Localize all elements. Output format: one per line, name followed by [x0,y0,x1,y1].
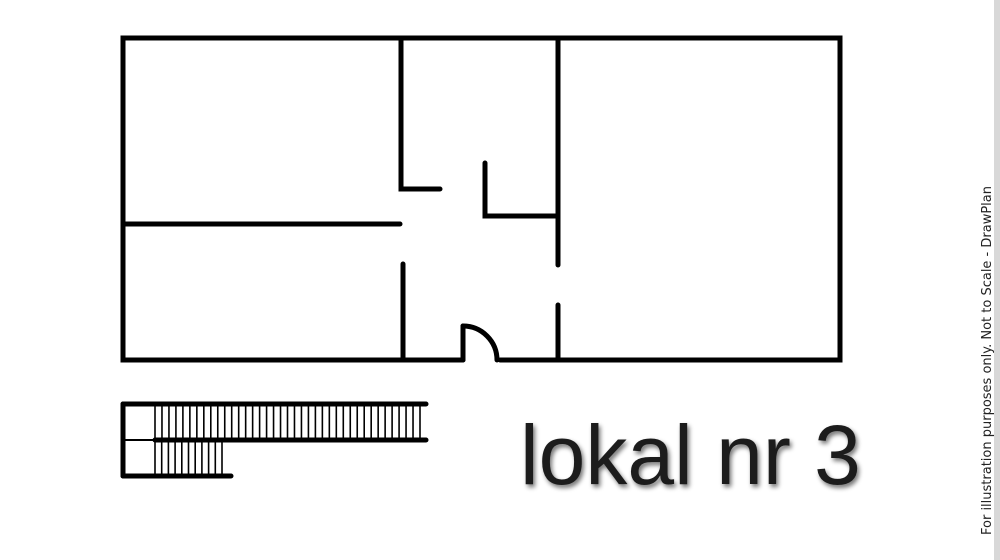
wall-closet [482,160,561,219]
entrance-door [460,323,500,363]
floor-plan [120,35,843,363]
disclaimer-text: For illustration purposes only. Not to S… [980,186,995,535]
outer-wall [120,35,843,363]
stair-treads-upper [154,406,421,440]
right-edge-strip [994,0,1000,560]
staircase [120,401,429,479]
stair-treads-lower [154,440,223,474]
wall-corridor-left-upper [398,35,443,192]
unit-label: lokal nr 3 [520,408,861,502]
